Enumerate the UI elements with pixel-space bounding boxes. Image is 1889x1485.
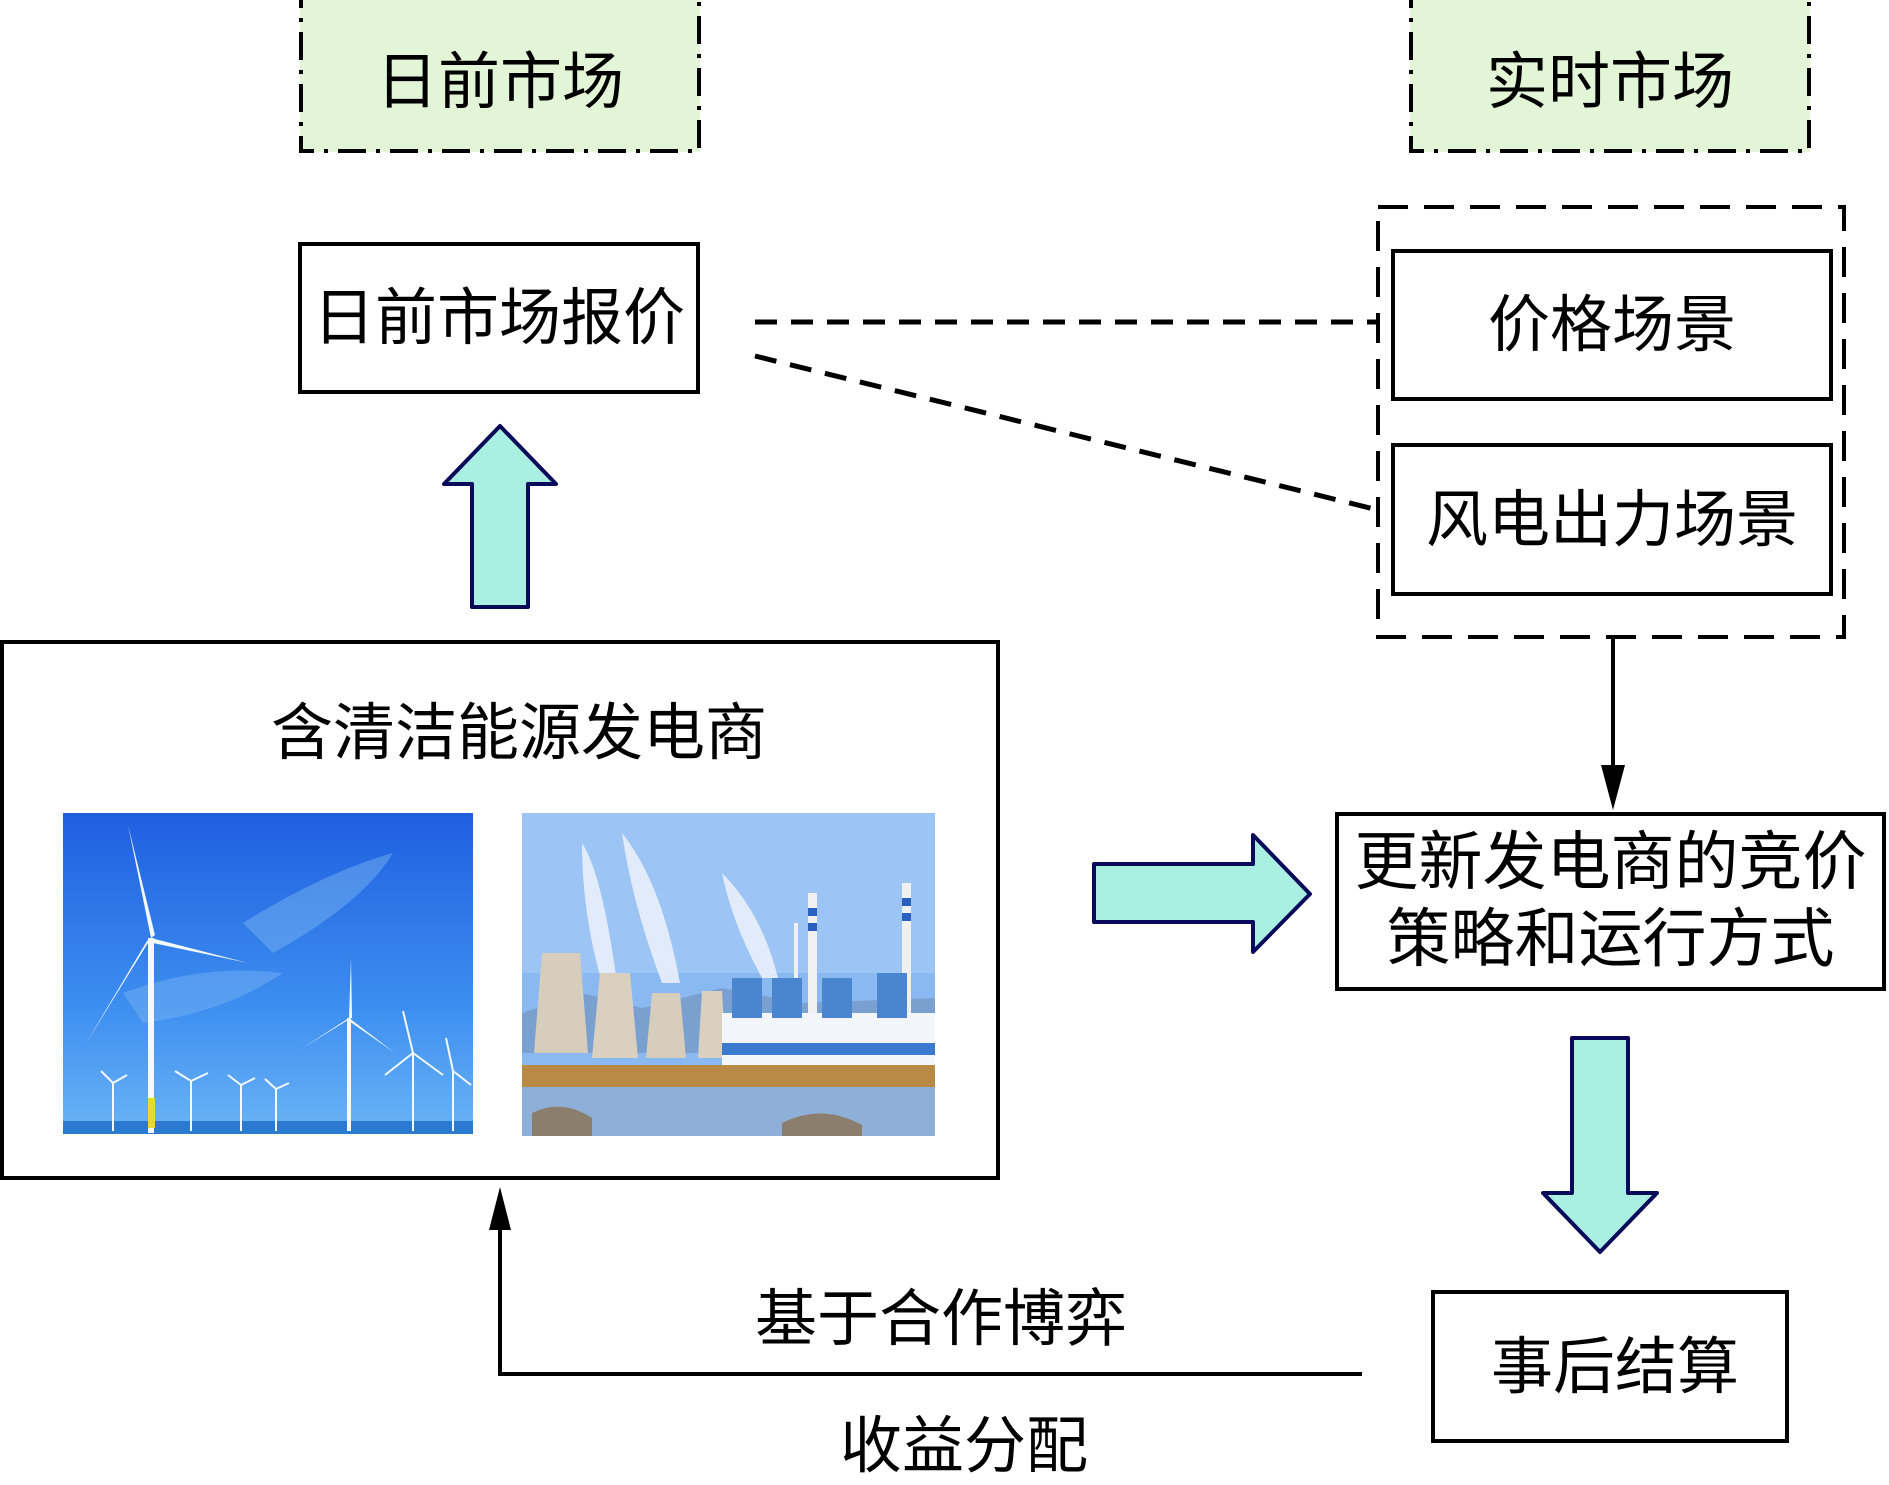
update-strategy-line2: 策略和运行方式 — [1386, 902, 1835, 977]
revenue-allocation-label: 收益分配 — [840, 1409, 1089, 1482]
day-ahead-market-label: 日前市场 — [375, 45, 624, 118]
day-ahead-bid-label: 日前市场报价 — [312, 281, 685, 355]
wind-output-scenario-label: 风电出力场景 — [1425, 482, 1798, 556]
settlement-box: 事后结算 — [1431, 1290, 1789, 1443]
block-arrow-right — [1092, 833, 1312, 954]
thermal-plant-image — [522, 813, 935, 1136]
day-ahead-market-border — [299, 0, 701, 153]
producer-label: 含清洁能源发电商 — [270, 696, 767, 769]
scenario-to-update-arrowhead — [1601, 765, 1625, 810]
price-scenario-box: 价格场景 — [1391, 249, 1833, 401]
block-arrow-down — [1541, 1036, 1659, 1254]
real-time-market-box: 实时市场 — [1410, 0, 1810, 152]
bid-to-wind-dashed-line — [754, 353, 1379, 513]
day-ahead-bid-box: 日前市场报价 — [298, 242, 700, 394]
day-ahead-market-box: 日前市场 — [300, 0, 700, 152]
update-strategy-line1: 更新发电商的竞价 — [1354, 825, 1867, 900]
block-arrow-up — [442, 424, 558, 609]
cooperative-game-label: 基于合作博弈 — [755, 1282, 1128, 1355]
update-strategy-box: 更新发电商的竞价 策略和运行方式 — [1335, 812, 1886, 991]
settlement-to-producer-arrowhead — [489, 1187, 511, 1230]
settlement-label: 事后结算 — [1490, 1329, 1739, 1403]
power-plant-icon — [522, 813, 935, 1136]
wind-output-scenario-box: 风电出力场景 — [1391, 443, 1833, 596]
wind-farm-image — [63, 813, 473, 1134]
price-scenario-label: 价格场景 — [1487, 288, 1736, 362]
settlement-to-producer-line — [498, 1225, 1362, 1376]
real-time-market-border — [1409, 0, 1811, 153]
producer-box: 含清洁能源发电商 — [0, 640, 1000, 1180]
wind-turbine-icon — [63, 813, 473, 1134]
scenario-group-border — [1376, 205, 1846, 639]
real-time-market-label: 实时市场 — [1485, 45, 1734, 118]
